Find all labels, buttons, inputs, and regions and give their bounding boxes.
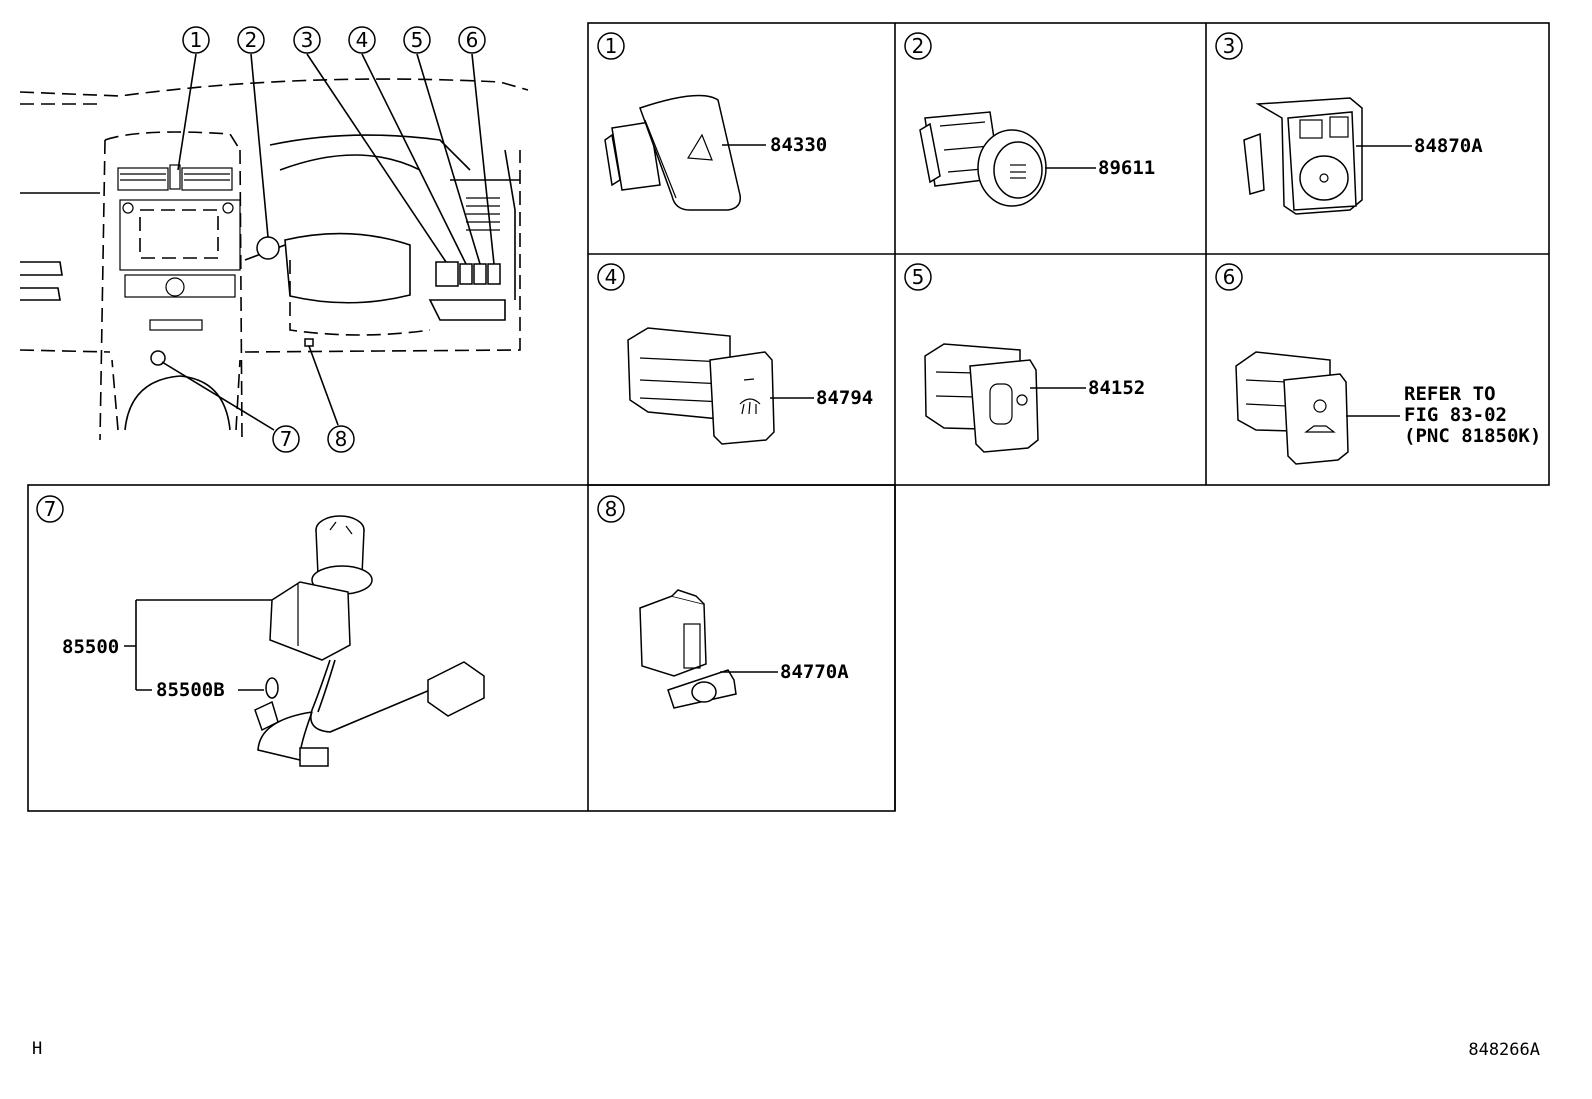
part-number-85500B: 85500B [156, 679, 225, 701]
part-number-84794: 84794 [816, 387, 873, 409]
panel-grid [27, 22, 1550, 812]
part-number-89611: 89611 [1098, 157, 1155, 179]
overview-callout-4: 4 [356, 28, 369, 52]
footer-figure-id: 848266A [1468, 1040, 1540, 1060]
push-start-switch-drawing [919, 111, 1096, 207]
overview-callout-8: 8 [335, 427, 348, 451]
part-number-84870A: 84870A [1414, 135, 1483, 157]
panel-number-1: 1 [605, 34, 618, 58]
overview-callout-5: 5 [411, 28, 424, 52]
cigarette-lighter-drawing [254, 515, 485, 767]
panel-numbers: 1 2 3 4 5 6 7 8 [36, 32, 1243, 523]
panel-number-2: 2 [912, 34, 925, 58]
panel-number-4: 4 [605, 265, 618, 289]
footer-left-code: H [32, 1039, 42, 1059]
refer-pnc-text: (PNC 81850K) [1404, 425, 1541, 447]
security-switch-drawing [1235, 351, 1400, 465]
overview-callout-3: 3 [301, 28, 314, 52]
heater-switch-drawing [627, 327, 814, 445]
dashboard-overview: 1 2 3 4 5 6 7 8 [19, 26, 529, 453]
refer-fig-text: FIG 83-02 [1404, 404, 1507, 426]
part-number-84330: 84330 [770, 134, 827, 156]
panel-number-6: 6 [1223, 265, 1236, 289]
panel8-switch-drawing [639, 589, 778, 709]
overview-callout-1: 1 [190, 28, 203, 52]
leveling-switch-drawing [924, 343, 1086, 453]
part-number-85500: 85500 [62, 636, 119, 658]
panel-number-5: 5 [912, 265, 925, 289]
panel-number-7: 7 [44, 497, 57, 521]
panel-number-8: 8 [605, 497, 618, 521]
part-number-84152: 84152 [1088, 377, 1145, 399]
part-number-84770A: 84770A [780, 661, 849, 683]
panel-number-3: 3 [1223, 34, 1236, 58]
refer-to-text: REFER TO [1404, 383, 1496, 405]
overview-callout-2: 2 [245, 28, 258, 52]
hazard-switch-drawing [604, 94, 766, 211]
mirror-switch-drawing [1243, 97, 1412, 215]
overview-callout-7: 7 [280, 427, 293, 451]
overview-callout-6: 6 [466, 28, 479, 52]
